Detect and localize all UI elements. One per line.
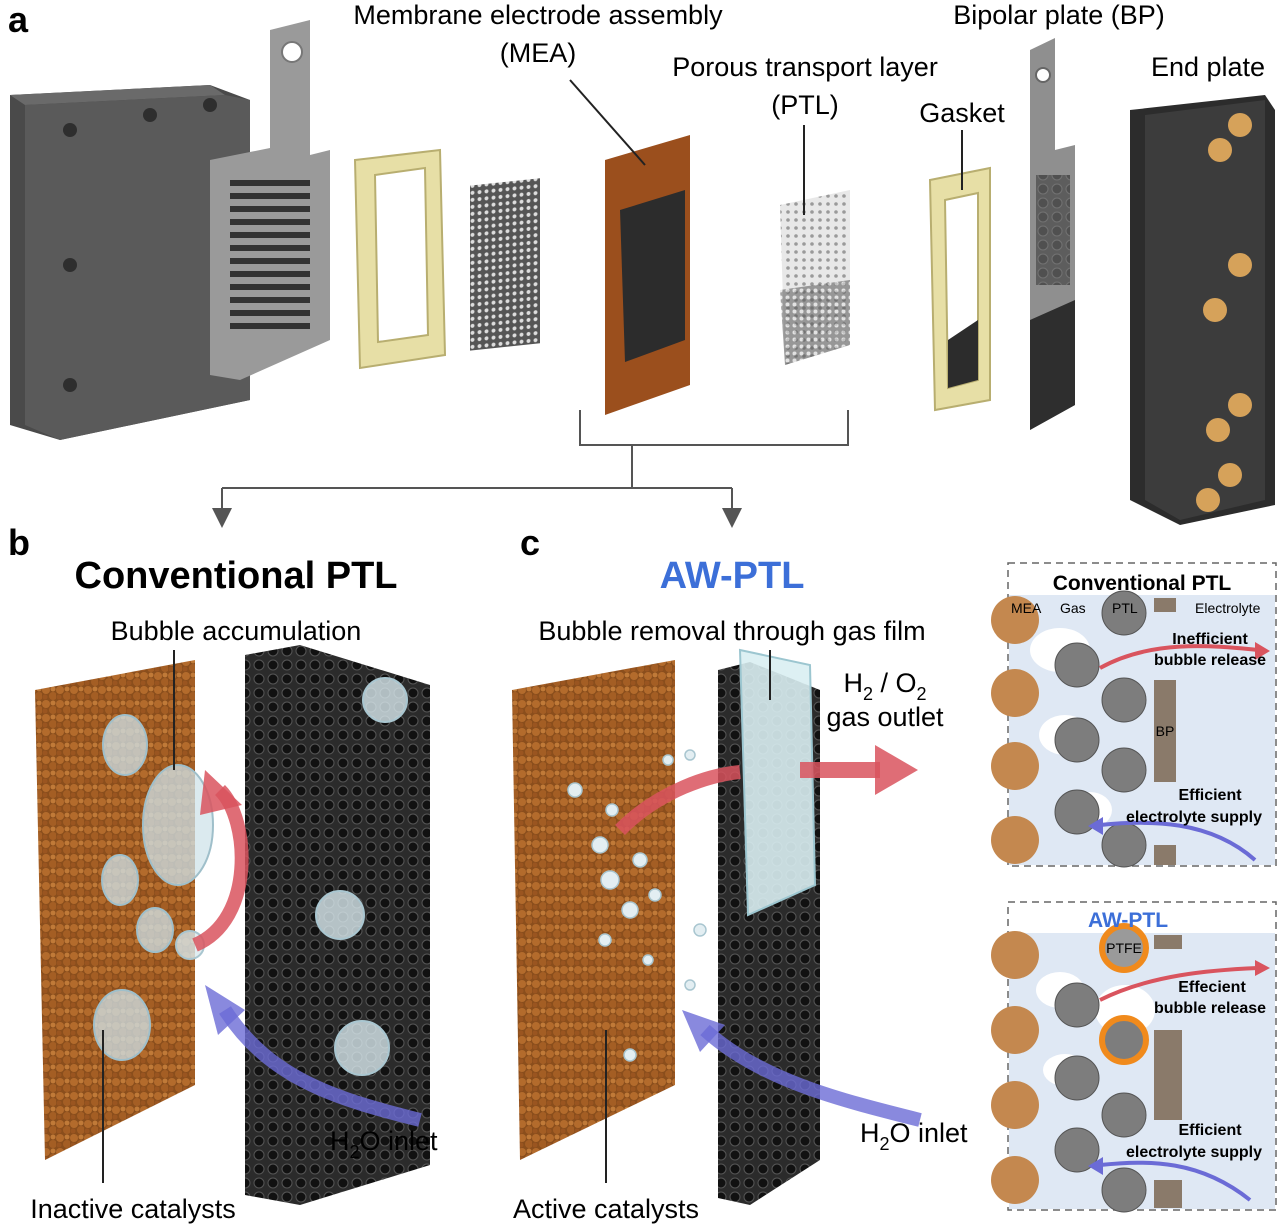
inset-bottom-release-1: Effecient <box>1178 979 1246 996</box>
inset-aw-ptl: AW-PTL PTFE Effecient bubble release Eff… <box>991 901 1277 1213</box>
panel-b-letter: b <box>8 522 30 563</box>
flow-field-slots <box>230 180 310 329</box>
right-end-plate <box>1130 95 1275 525</box>
inset-top-red-arrow <box>1099 644 1259 670</box>
panel-c-catalyst-label: Active catalysts <box>513 1194 699 1224</box>
panel-b: b Conventional PTL Bubble accumulation <box>8 522 438 1224</box>
panel-c: c AW-PTL Bubble removal through gas film… <box>512 522 968 1224</box>
inset-top-blue-arrow <box>1099 820 1257 862</box>
inset-top-ptl-particles <box>1054 590 1147 868</box>
inset-bottom-title: AW-PTL <box>1088 909 1168 932</box>
inset-top-legend-mea: MEA <box>1011 600 1042 616</box>
left-end-plate <box>10 20 330 440</box>
inset-top-red-arrowhead <box>1255 642 1270 660</box>
left-ptl <box>470 178 540 351</box>
inset-top-bp: BP <box>1156 723 1175 739</box>
label-ptl-line2: (PTL) <box>771 90 839 120</box>
panel-c-title: AW-PTL <box>660 555 805 597</box>
inset-top-bp-bar2 <box>1154 845 1176 865</box>
panel-c-letter: c <box>520 522 540 563</box>
inset-bottom-blue-arrow <box>1099 1160 1252 1202</box>
inset-bottom-supply-1: Efficient <box>1178 1122 1242 1139</box>
inset-top-release-2: bubble release <box>1154 652 1266 669</box>
panel-c-inlet: H2O inlet <box>860 1118 968 1154</box>
label-gasket: Gasket <box>919 98 1005 128</box>
panel-c-outlet-line1: H2 / O2 <box>843 668 926 704</box>
inset-bottom-mea-particles <box>991 931 1039 1204</box>
inset-bottom-blue-arrowhead <box>1088 1157 1103 1175</box>
inset-bottom-ptfe-particle-1 <box>1099 923 1149 973</box>
bracket-connector <box>212 410 849 528</box>
inset-top-legend-electrolyte: Electrolyte <box>1195 600 1261 616</box>
panel-c-outlet-line2: gas outlet <box>826 702 944 732</box>
ptl-plate-b <box>245 645 300 1205</box>
blue-arrow-c <box>700 1024 922 1127</box>
inset-top-release-1: Inefficient <box>1172 631 1248 648</box>
right-gasket <box>928 166 991 412</box>
red-arrowhead-b <box>200 770 242 815</box>
panel-b-catalyst-label: Inactive catalysts <box>30 1194 236 1224</box>
panel-b-bubble-label: Bubble accumulation <box>111 616 362 646</box>
inset-top-supply-2: electrolyte supply <box>1126 809 1262 826</box>
red-arrowhead-c <box>875 745 918 795</box>
label-mea-line2: (MEA) <box>500 38 577 68</box>
panel-b-title: Conventional PTL <box>75 555 398 597</box>
inset-bottom-supply-2: electrolyte supply <box>1126 1144 1262 1161</box>
inset-bottom-ptfe: PTFE <box>1106 940 1142 956</box>
inset-bottom-bp-top <box>1154 935 1182 949</box>
panel-a-letter: a <box>8 0 29 40</box>
leader-lines-a <box>569 79 963 215</box>
panel-c-bubble-label: Bubble removal through gas film <box>538 616 925 646</box>
inset-top-legend-gas: Gas <box>1060 600 1086 616</box>
right-ptl <box>780 190 850 365</box>
label-ptl-line1: Porous transport layer <box>672 52 938 82</box>
inset-bottom-red-arrow <box>1099 966 1259 1002</box>
gas-film <box>738 648 817 917</box>
inset-bottom-bp-bar2 <box>1154 1180 1182 1208</box>
right-bipolar-plate <box>1030 38 1075 430</box>
inset-top-bp-bar <box>1154 680 1176 782</box>
inset-bottom-release-2: bubble release <box>1154 1000 1266 1017</box>
accumulated-bubbles <box>93 714 214 1061</box>
panel-a: a Membrane electrode assembly (MEA) Poro… <box>8 0 1275 528</box>
inset-bottom-red-arrowhead <box>1255 960 1270 976</box>
left-gasket <box>353 148 447 370</box>
mea <box>605 135 690 415</box>
inset-bottom-ptfe-particle-2 <box>1099 1015 1149 1065</box>
inset-top-electrolyte-swatch <box>1154 598 1176 612</box>
inset-bottom-ptl-particles <box>1054 982 1147 1213</box>
inset-top-blue-arrowhead <box>1088 817 1103 835</box>
panel-b-inlet: H2O inlet <box>330 1126 438 1162</box>
ptl-plate-c <box>718 662 750 1205</box>
label-bipolar-plate: Bipolar plate (BP) <box>953 0 1165 30</box>
ptl-face-b <box>300 645 430 1205</box>
red-arrow-c-in <box>615 765 741 836</box>
catalyst-layer-c <box>512 660 675 1160</box>
inset-conventional: Conventional PTL MEA Gas PTL Electrolyte… <box>991 562 1277 868</box>
label-end-plate: End plate <box>1151 52 1265 82</box>
inset-top-mea-particles <box>991 596 1039 864</box>
inset-top-supply-1: Efficient <box>1178 787 1242 804</box>
blue-arrowhead-b <box>205 985 245 1035</box>
inset-top-title: Conventional PTL <box>1053 572 1232 595</box>
blue-arrow-b <box>219 1006 422 1127</box>
small-bubbles-c <box>567 749 707 1062</box>
label-mea-line1: Membrane electrode assembly <box>353 0 723 30</box>
free-bubbles-b <box>175 677 408 1076</box>
blue-arrowhead-c <box>682 1010 725 1052</box>
inset-bottom-bp-bar <box>1154 1030 1182 1120</box>
inset-top-legend-ptl: PTL <box>1112 600 1138 616</box>
